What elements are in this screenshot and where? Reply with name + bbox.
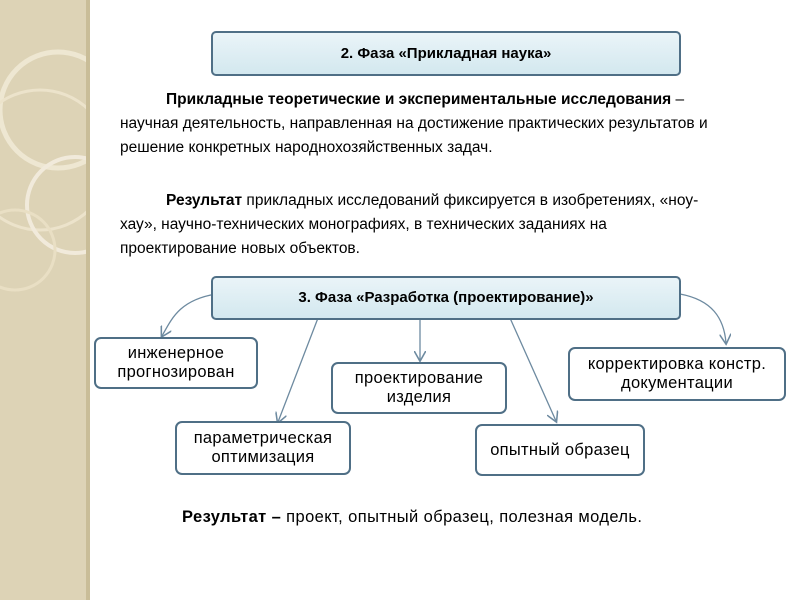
final-result-term: Результат – bbox=[182, 508, 282, 526]
decorative-sidebar bbox=[0, 0, 90, 600]
node-engineering-forecast-label: инженерное прогнозирован bbox=[117, 344, 235, 381]
node-parametric-optimization-label: параметрическая оптимизация bbox=[193, 429, 333, 466]
node-engineering-forecast: инженерное прогнозирован bbox=[94, 337, 258, 389]
definition-text: – научная деятельность, направленная на … bbox=[120, 91, 708, 156]
node-product-design-label: проектирование изделия bbox=[354, 369, 484, 406]
definition-paragraph: Прикладные теоретические и экспериментал… bbox=[120, 88, 710, 160]
definition-term: Прикладные теоретические и экспериментал… bbox=[166, 91, 672, 108]
final-result: Результат – проект, опытный образец, пол… bbox=[182, 505, 742, 529]
node-prototype-label: опытный образец bbox=[490, 440, 630, 459]
final-result-text: проект, опытный образец, полезная модель… bbox=[281, 508, 643, 526]
node-documentation-correction-label: корректировка констр. документации bbox=[587, 355, 767, 392]
node-product-design: проектирование изделия bbox=[331, 362, 507, 414]
phase3-title: 3. Фаза «Разработка (проектирование)» bbox=[298, 289, 594, 306]
result-note-text: прикладных исследований фиксируется в из… bbox=[120, 192, 699, 257]
sidebar-edge bbox=[86, 0, 90, 600]
decorative-circles-icon bbox=[0, 49, 90, 292]
node-prototype: опытный образец bbox=[475, 424, 645, 476]
phase3-box: 3. Фаза «Разработка (проектирование)» bbox=[211, 276, 681, 320]
phase2-box: 2. Фаза «Прикладная наука» bbox=[211, 31, 681, 76]
result-note-term: Результат bbox=[166, 192, 243, 209]
result-note-paragraph: Результат прикладных исследований фиксир… bbox=[120, 189, 710, 261]
phase2-title: 2. Фаза «Прикладная наука» bbox=[340, 45, 552, 62]
node-documentation-correction: корректировка констр. документации bbox=[568, 347, 786, 401]
node-parametric-optimization: параметрическая оптимизация bbox=[175, 421, 351, 475]
